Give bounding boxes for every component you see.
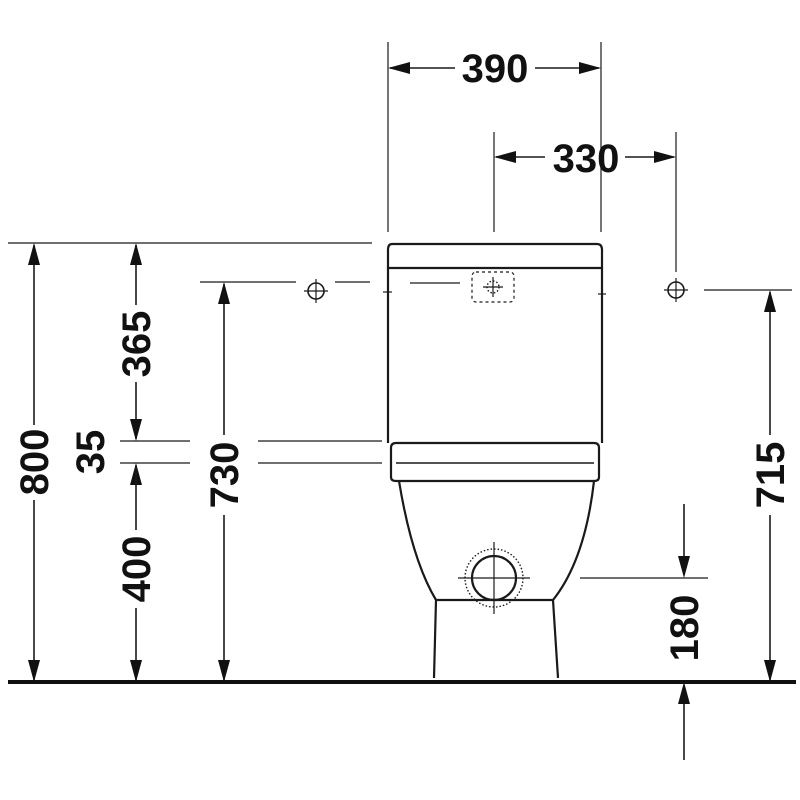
dim-label-390: 390 (462, 47, 529, 91)
mounting-hole-right (664, 278, 688, 302)
tank-lid (386, 242, 604, 270)
outlet-pipe (458, 542, 530, 614)
dim-label-330: 330 (553, 137, 620, 181)
toilet-outline (383, 242, 606, 679)
flush-button (471, 271, 515, 303)
bowl (397, 480, 596, 679)
dim-label-180: 180 (663, 595, 707, 662)
seat (389, 441, 601, 483)
dim-label-35: 35 (69, 430, 113, 475)
dim-label-400: 400 (115, 536, 159, 603)
tank-body (386, 268, 604, 443)
dim-label-800: 800 (13, 429, 57, 496)
dim-label-365: 365 (115, 311, 159, 378)
mounting-hole-left (304, 279, 328, 303)
dimension-lines (28, 62, 776, 760)
extension-lines (8, 42, 792, 579)
dim-label-730: 730 (203, 442, 247, 509)
dim-label-715: 715 (749, 442, 793, 509)
